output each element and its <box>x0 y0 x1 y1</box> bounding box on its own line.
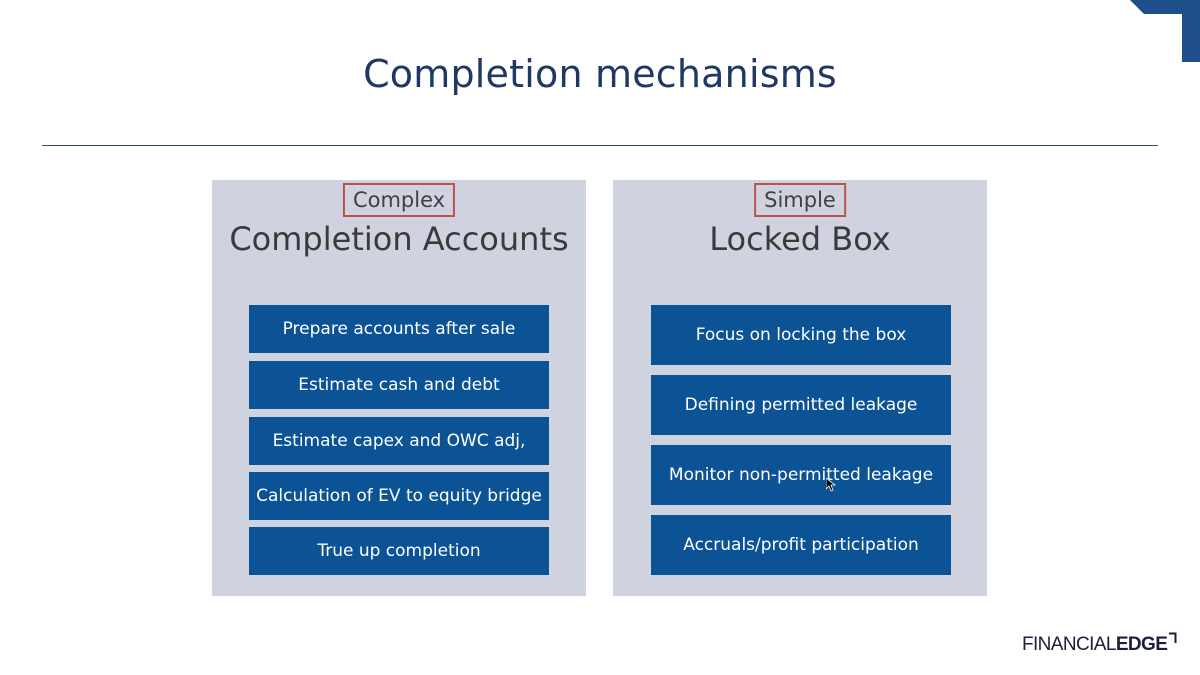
logo-text-financial: FINANCIAL <box>1022 634 1116 655</box>
slide-title: Completion mechanisms <box>363 52 837 96</box>
complexity-tag: Complex <box>342 183 456 217</box>
complexity-tag: Simple <box>754 183 846 217</box>
list-item: Monitor non-permitted leakage <box>651 445 951 505</box>
list-item: Calculation of EV to equity bridge <box>249 472 549 520</box>
title-divider <box>42 145 1158 146</box>
list-item: Defining permitted leakage <box>651 375 951 435</box>
list-item: Estimate cash and debt <box>249 361 549 409</box>
list-item: Accruals/profit participation <box>651 515 951 575</box>
list-item: Focus on locking the box <box>651 305 951 365</box>
locked-box-panel: Simple Locked Box Focus on locking the b… <box>613 180 987 596</box>
mouse-pointer-icon <box>826 478 836 492</box>
list-item: Prepare accounts after sale <box>249 305 549 353</box>
list-item: True up completion <box>249 527 549 575</box>
logo-bracket-icon <box>1169 632 1177 643</box>
completion-accounts-panel: Complex Completion Accounts Prepare acco… <box>212 180 586 596</box>
corner-accent-decoration <box>1130 0 1200 62</box>
list-item: Estimate capex and OWC adj, <box>249 417 549 465</box>
logo-text-edge: EDGE <box>1115 634 1168 655</box>
panel-title: Locked Box <box>709 220 891 258</box>
panel-title: Completion Accounts <box>229 220 569 258</box>
